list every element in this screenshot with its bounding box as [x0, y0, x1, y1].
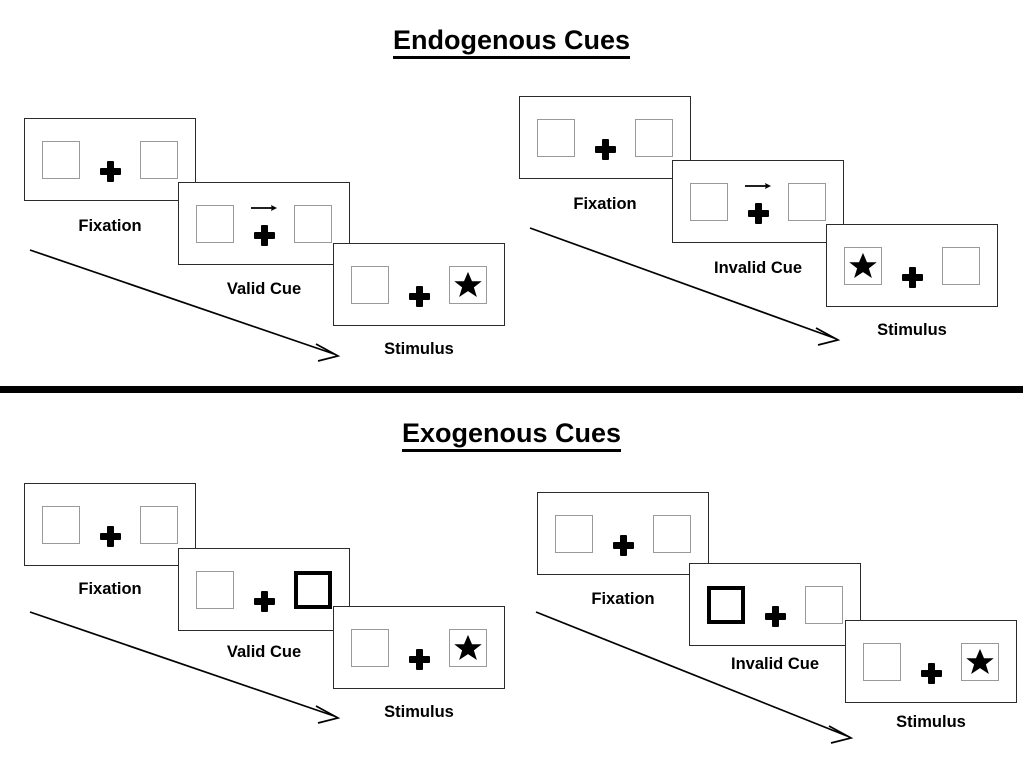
frame-caption-fixation: Fixation [78, 217, 142, 235]
center-cue-column [251, 202, 277, 246]
left-target-box [351, 265, 389, 304]
frame-caption-cue: Invalid Cue [730, 655, 820, 673]
right-target-box [140, 505, 178, 544]
fixation-cross-icon [408, 648, 430, 670]
right-target-box [653, 514, 691, 553]
star-icon [849, 252, 877, 278]
section-title-endogenous: Endogenous Cues [0, 25, 1023, 59]
center-cue-column [918, 640, 944, 684]
trial-frame-cue [672, 160, 844, 243]
center-cue-column [899, 244, 925, 288]
trial-frame-stimulus [333, 606, 505, 689]
trial-frame-stimulus [333, 243, 505, 326]
frame-contents [42, 503, 178, 547]
frame-contents [555, 512, 691, 556]
left-target-box [555, 514, 593, 553]
frame-caption-cue: Invalid Cue [713, 259, 803, 277]
section-title-exogenous: Exogenous Cues [0, 418, 1023, 452]
center-cue-column [97, 503, 123, 547]
right-target-box [805, 585, 843, 624]
star-icon [454, 271, 482, 297]
right-target-box [635, 118, 673, 157]
right-target-box [961, 642, 999, 681]
fixation-cross-icon [747, 202, 769, 224]
frame-contents [351, 263, 487, 307]
left-target-box [196, 570, 234, 609]
trial-frame-stimulus [845, 620, 1017, 703]
trial-frame-fixation [24, 118, 196, 201]
left-target-box [537, 118, 575, 157]
left-target-box [844, 246, 882, 285]
left-target-box [42, 505, 80, 544]
fixation-cross-icon [612, 534, 634, 556]
trial-frame-cue [689, 563, 861, 646]
trial-frame-fixation [537, 492, 709, 575]
center-cue-column [406, 263, 432, 307]
section-divider [0, 386, 1023, 393]
trial-frame-fixation [519, 96, 691, 179]
frame-contents [707, 583, 843, 627]
right-target-box [294, 204, 332, 243]
right-arrow-cue-icon [745, 182, 771, 189]
right-target-box [140, 140, 178, 179]
center-cue-column [610, 512, 636, 556]
fixation-cross-icon [99, 160, 121, 182]
left-target-box [42, 140, 80, 179]
frame-caption-cue: Valid Cue [226, 643, 302, 661]
fixation-cross-icon [253, 590, 275, 612]
left-target-box [863, 642, 901, 681]
right-target-box [942, 246, 980, 285]
star-icon [454, 634, 482, 660]
trial-frame-stimulus [826, 224, 998, 307]
fixation-cross-icon [764, 605, 786, 627]
frame-contents [196, 568, 332, 612]
frame-contents [844, 244, 980, 288]
center-cue-column [251, 568, 277, 612]
frame-caption-stimulus: Stimulus [877, 321, 947, 339]
fixation-cross-icon [408, 285, 430, 307]
right-target-box-cued [294, 570, 332, 609]
center-cue-column [762, 583, 788, 627]
frame-contents [351, 626, 487, 670]
frame-caption-cue: Valid Cue [226, 280, 302, 298]
right-target-box [449, 265, 487, 304]
frame-caption-fixation: Fixation [573, 195, 637, 213]
frame-contents [537, 116, 673, 160]
center-cue-column [97, 138, 123, 182]
frame-caption-stimulus: Stimulus [384, 340, 454, 358]
trial-frame-cue [178, 548, 350, 631]
center-cue-column [406, 626, 432, 670]
frame-contents [863, 640, 999, 684]
frame-caption-fixation: Fixation [591, 590, 655, 608]
trial-frame-cue [178, 182, 350, 265]
left-target-box [196, 204, 234, 243]
left-target-box-cued [707, 585, 745, 624]
right-target-box [449, 628, 487, 667]
fixation-cross-icon [594, 138, 616, 160]
frame-contents [690, 180, 826, 224]
left-target-box [690, 182, 728, 221]
left-target-box [351, 628, 389, 667]
center-cue-column [592, 116, 618, 160]
frame-caption-stimulus: Stimulus [384, 703, 454, 721]
fixation-cross-icon [99, 525, 121, 547]
frame-contents [42, 138, 178, 182]
fixation-cross-icon [920, 662, 942, 684]
section-title-exogenous-text: Exogenous Cues [401, 418, 622, 452]
frame-contents [196, 202, 332, 246]
right-arrow-cue-icon [251, 204, 277, 211]
fixation-cross-icon [901, 266, 923, 288]
frame-caption-fixation: Fixation [78, 580, 142, 598]
trial-frame-fixation [24, 483, 196, 566]
center-cue-column [745, 180, 771, 224]
section-title-endogenous-text: Endogenous Cues [392, 25, 630, 59]
fixation-cross-icon [253, 224, 275, 246]
star-icon [966, 648, 994, 674]
frame-caption-stimulus: Stimulus [896, 713, 966, 731]
right-target-box [788, 182, 826, 221]
